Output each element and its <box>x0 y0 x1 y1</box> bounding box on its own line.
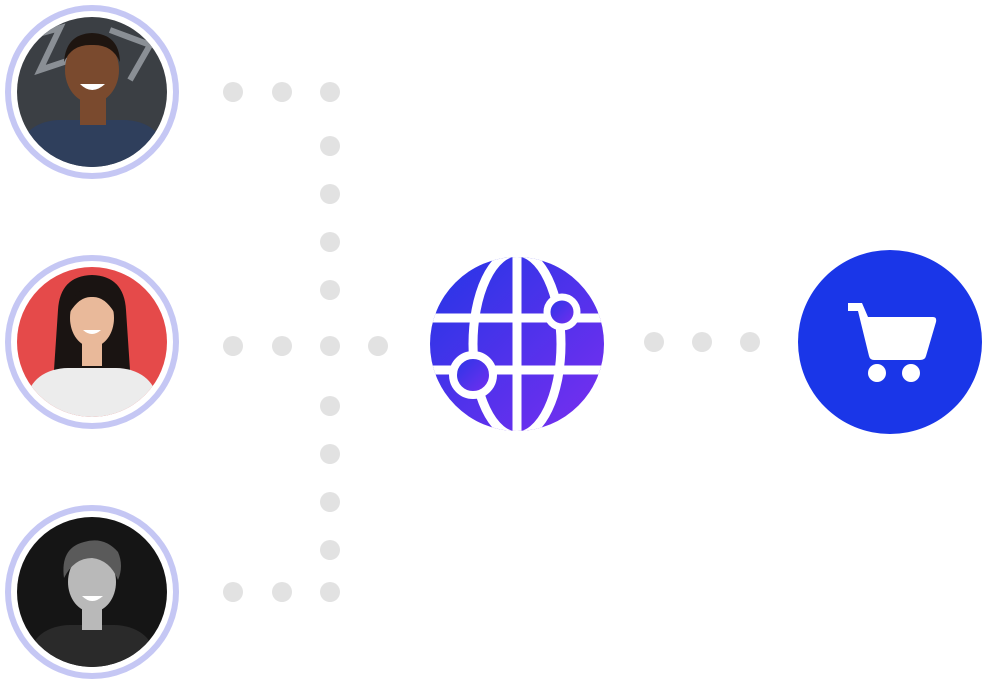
connector-dot <box>320 444 340 464</box>
connector-dot <box>320 82 340 102</box>
connector-dot <box>740 332 760 352</box>
connector-dot <box>272 82 292 102</box>
connector-dot <box>320 492 340 512</box>
connector-dot <box>320 184 340 204</box>
connector-dot <box>223 582 243 602</box>
connector-dot <box>320 540 340 560</box>
connector-dot <box>320 232 340 252</box>
connector-dot <box>644 332 664 352</box>
shopping-cart-button[interactable] <box>798 250 982 434</box>
avatar-user-laughing-man <box>5 5 179 179</box>
connector-dot <box>692 332 712 352</box>
connector-dots <box>223 82 760 602</box>
connector-dot <box>223 82 243 102</box>
avatar-user-grayscale-man <box>5 505 179 679</box>
connector-dot <box>272 582 292 602</box>
connector-dot <box>368 336 388 356</box>
avatar-user-smiling-woman <box>5 255 179 429</box>
connector-dot <box>320 280 340 300</box>
connector-dot <box>320 136 340 156</box>
connector-dot <box>223 336 243 356</box>
shopping-cart-icon <box>848 303 937 382</box>
globe-network-icon <box>430 257 604 431</box>
connector-dot <box>320 396 340 416</box>
connector-dot <box>320 582 340 602</box>
connector-dot <box>272 336 292 356</box>
connector-dot <box>320 336 340 356</box>
